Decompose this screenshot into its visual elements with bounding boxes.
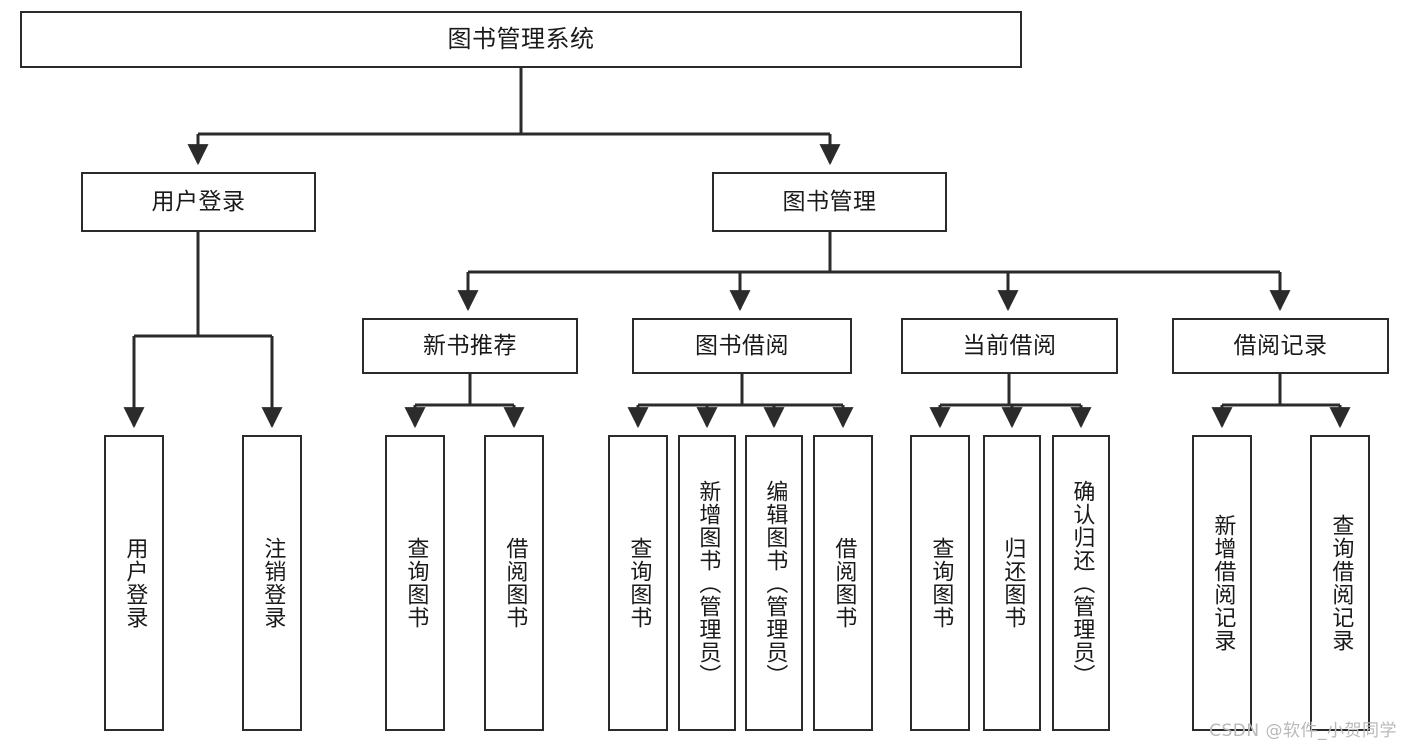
- watermark: CSDN @软件_小贺同学: [1209, 721, 1397, 741]
- leaf-edit-book-admin[interactable]: 编辑图书（管理员）: [745, 435, 803, 731]
- node-label: 图书借阅: [695, 332, 789, 359]
- node-label: 确认归还（管理员）: [1069, 479, 1095, 687]
- node-label: 新增借阅记录: [1210, 514, 1236, 652]
- node-book-management[interactable]: 图书管理: [712, 172, 947, 232]
- leaf-user-logout[interactable]: 注销登录: [242, 435, 302, 731]
- node-label: 注销登录: [260, 537, 286, 629]
- node-label: 用户登录: [122, 537, 148, 629]
- node-label: 查询图书: [403, 537, 429, 629]
- leaf-user-login[interactable]: 用户登录: [104, 435, 164, 731]
- node-current-borrowing[interactable]: 当前借阅: [901, 318, 1118, 374]
- node-user-login[interactable]: 用户登录: [81, 172, 316, 232]
- node-label: 查询图书: [928, 537, 954, 629]
- leaf-add-borrowing-record[interactable]: 新增借阅记录: [1192, 435, 1252, 731]
- leaf-query-borrowing-record[interactable]: 查询借阅记录: [1310, 435, 1370, 731]
- node-label: 当前借阅: [962, 332, 1057, 359]
- leaf-borrow-book[interactable]: 借阅图书: [813, 435, 873, 731]
- node-label: 新书推荐: [423, 332, 517, 359]
- node-new-book-recommendation[interactable]: 新书推荐: [362, 318, 578, 374]
- node-label: 借阅图书: [831, 537, 857, 629]
- leaf-query-book-current[interactable]: 查询图书: [910, 435, 970, 731]
- node-label: 查询借阅记录: [1328, 514, 1354, 652]
- node-label: 用户登录: [151, 188, 246, 215]
- node-label: 新增图书（管理员）: [695, 479, 721, 687]
- leaf-query-book-recommendation[interactable]: 查询图书: [385, 435, 445, 731]
- leaf-add-book-admin[interactable]: 新增图书（管理员）: [678, 435, 736, 731]
- leaf-query-book[interactable]: 查询图书: [608, 435, 668, 731]
- node-label: 借阅图书: [502, 537, 528, 629]
- node-book-borrowing[interactable]: 图书借阅: [632, 318, 852, 374]
- leaf-return-book[interactable]: 归还图书: [983, 435, 1041, 731]
- node-label: 查询图书: [626, 537, 652, 629]
- node-borrowing-records[interactable]: 借阅记录: [1172, 318, 1389, 374]
- node-label: 图书管理: [782, 188, 877, 215]
- node-root-book-management-system[interactable]: 图书管理系统: [20, 11, 1022, 68]
- leaf-borrow-book-recommendation[interactable]: 借阅图书: [484, 435, 544, 731]
- leaf-confirm-return-admin[interactable]: 确认归还（管理员）: [1052, 435, 1110, 731]
- node-label: 编辑图书（管理员）: [762, 479, 788, 687]
- node-label: 归还图书: [1000, 537, 1026, 629]
- node-label: 图书管理系统: [447, 24, 595, 53]
- node-label: 借阅记录: [1233, 332, 1328, 359]
